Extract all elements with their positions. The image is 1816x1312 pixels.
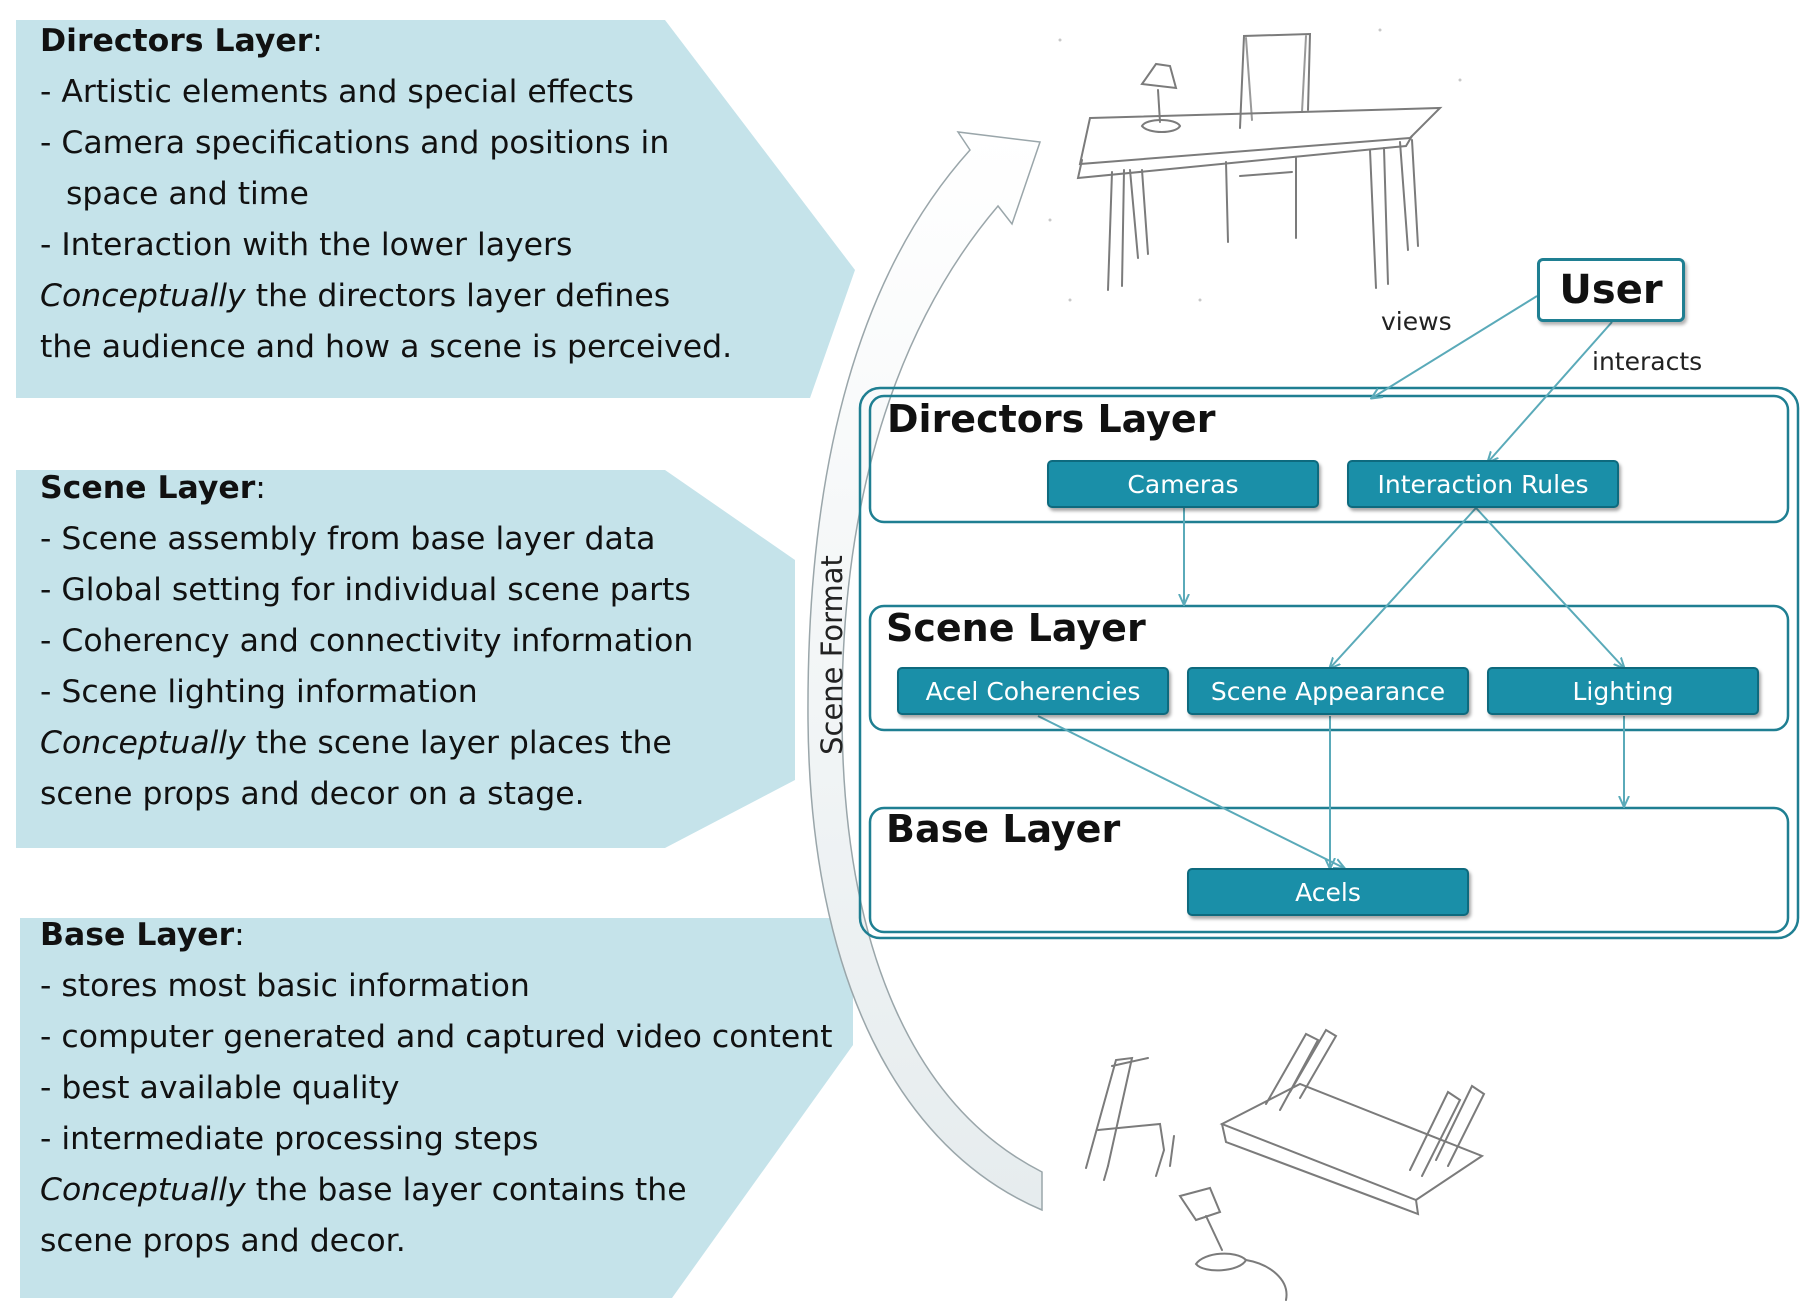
bullet: - best available quality [40, 1070, 400, 1106]
base-layer-title: Base Layer [886, 807, 1121, 851]
bullet: - Coherency and connectivity information [40, 623, 694, 659]
interacts-edge-label: interacts [1592, 347, 1703, 376]
directors-layer-title: Directors Layer [887, 397, 1216, 441]
panel-heading: Scene Layer [40, 470, 256, 506]
bullet: - stores most basic information [40, 968, 530, 1004]
concept-text: the audience and how a scene is perceive… [40, 329, 733, 365]
interaction-rules-node: Interaction Rules [1347, 460, 1619, 508]
concept-emphasis: Conceptually [40, 278, 246, 314]
concept-text: scene props and decor on a stage. [40, 776, 585, 812]
scene-description: Scene Layer: - Scene assembly from base … [40, 463, 693, 820]
bullet: - Scene lighting information [40, 674, 478, 710]
panel-heading: Directors Layer [40, 23, 313, 59]
directors-description: Directors Layer: - Artistic elements and… [40, 16, 732, 373]
bullet: - Camera specifications and positions in [40, 125, 670, 161]
scene-layer-title: Scene Layer [886, 606, 1146, 650]
acel-coherencies-node: Acel Coherencies [897, 667, 1169, 715]
lighting-node: Lighting [1487, 667, 1759, 715]
user-node: User [1537, 258, 1685, 322]
bullet: - Artistic elements and special effects [40, 74, 634, 110]
bullet: - Interaction with the lower layers [40, 227, 573, 263]
desk-sketch-dots [1048, 28, 1462, 302]
desk-sketch [1076, 32, 1443, 291]
bullet: - Global setting for individual scene pa… [40, 572, 691, 608]
concept-text: scene props and decor. [40, 1223, 406, 1259]
bullet: - intermediate processing steps [40, 1121, 539, 1157]
scene-appearance-node: Scene Appearance [1187, 667, 1469, 715]
base-panel-shape [20, 918, 853, 1298]
views-edge-label: views [1381, 307, 1452, 336]
scene-panel-shape [16, 470, 795, 848]
connectors [1037, 295, 1624, 868]
scene-format-label: Scene Format [815, 555, 849, 755]
acels-node: Acels [1187, 868, 1469, 916]
bullet-continuation: space and time [66, 176, 309, 212]
directors-panel-shape [16, 20, 855, 398]
concept-emphasis: Conceptually [40, 1172, 246, 1208]
panel-heading: Base Layer [40, 917, 235, 953]
base-description: Base Layer: - stores most basic informat… [40, 910, 833, 1267]
bullet: - Scene assembly from base layer data [40, 521, 656, 557]
concept-emphasis: Conceptually [40, 725, 246, 761]
bullet: - computer generated and captured video … [40, 1019, 833, 1055]
props-sketch [1085, 1028, 1486, 1301]
cameras-node: Cameras [1047, 460, 1319, 508]
